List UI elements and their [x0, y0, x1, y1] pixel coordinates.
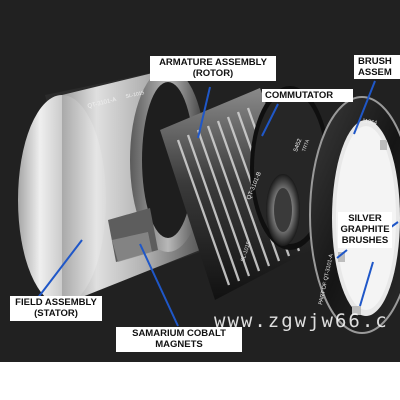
motor-photo: QT-3101-A SL-1015 QT-3101-B SL-1015 — [0, 0, 400, 362]
label-plates — [10, 55, 400, 352]
label-field-assembly: FIELD ASSEMBLY (STATOR) — [10, 297, 102, 319]
label-brush-line2: ASSEM — [358, 67, 392, 78]
label-silver-line1: SILVER — [348, 213, 382, 224]
label-brush-line1: BRUSH — [358, 56, 392, 67]
label-armature-line1: ARMATURE ASSEMBLY — [159, 57, 267, 68]
label-silver-graphite-brushes: SILVER GRAPHITE BRUSHES — [338, 213, 392, 246]
label-commutator: COMMUTATOR — [265, 90, 334, 101]
leader-field — [36, 239, 83, 300]
brush-ring-code: 11364 — [362, 118, 378, 126]
watermark: www.zgwjw66.c — [214, 310, 389, 332]
leader-commutator — [261, 103, 279, 137]
bottom-margin — [0, 362, 400, 400]
rotor-code: 5452 — [293, 137, 303, 152]
label-armature: ARMATURE ASSEMBLY (ROTOR) — [153, 57, 273, 79]
label-magnets-line1: SAMARIUM COBALT — [132, 328, 226, 339]
leader-armature — [197, 86, 211, 139]
leader-brush-assembly — [353, 80, 376, 135]
label-brush-assembly: BRUSH ASSEM — [358, 56, 392, 78]
label-silver-line2: GRAPHITE — [340, 224, 390, 235]
rotor-code-2: TRTA — [301, 138, 311, 153]
label-field-line1: FIELD ASSEMBLY — [15, 297, 97, 308]
stator-sub-marking: SL-1015 — [125, 90, 145, 100]
label-magnets: SAMARIUM COBALT MAGNETS — [118, 328, 240, 350]
leader-brush-1 — [336, 249, 348, 259]
label-field-line2: (STATOR) — [34, 308, 78, 319]
label-silver-line3: BRUSHES — [341, 235, 389, 246]
label-armature-line2: (ROTOR) — [192, 68, 234, 79]
label-magnets-line2: MAGNETS — [155, 339, 203, 350]
rotor: QT-3101-B SL-1015 5452 TRTA — [160, 86, 330, 300]
leader-lines — [36, 80, 399, 327]
leader-brush-2 — [359, 261, 374, 307]
leader-magnets — [139, 243, 179, 327]
